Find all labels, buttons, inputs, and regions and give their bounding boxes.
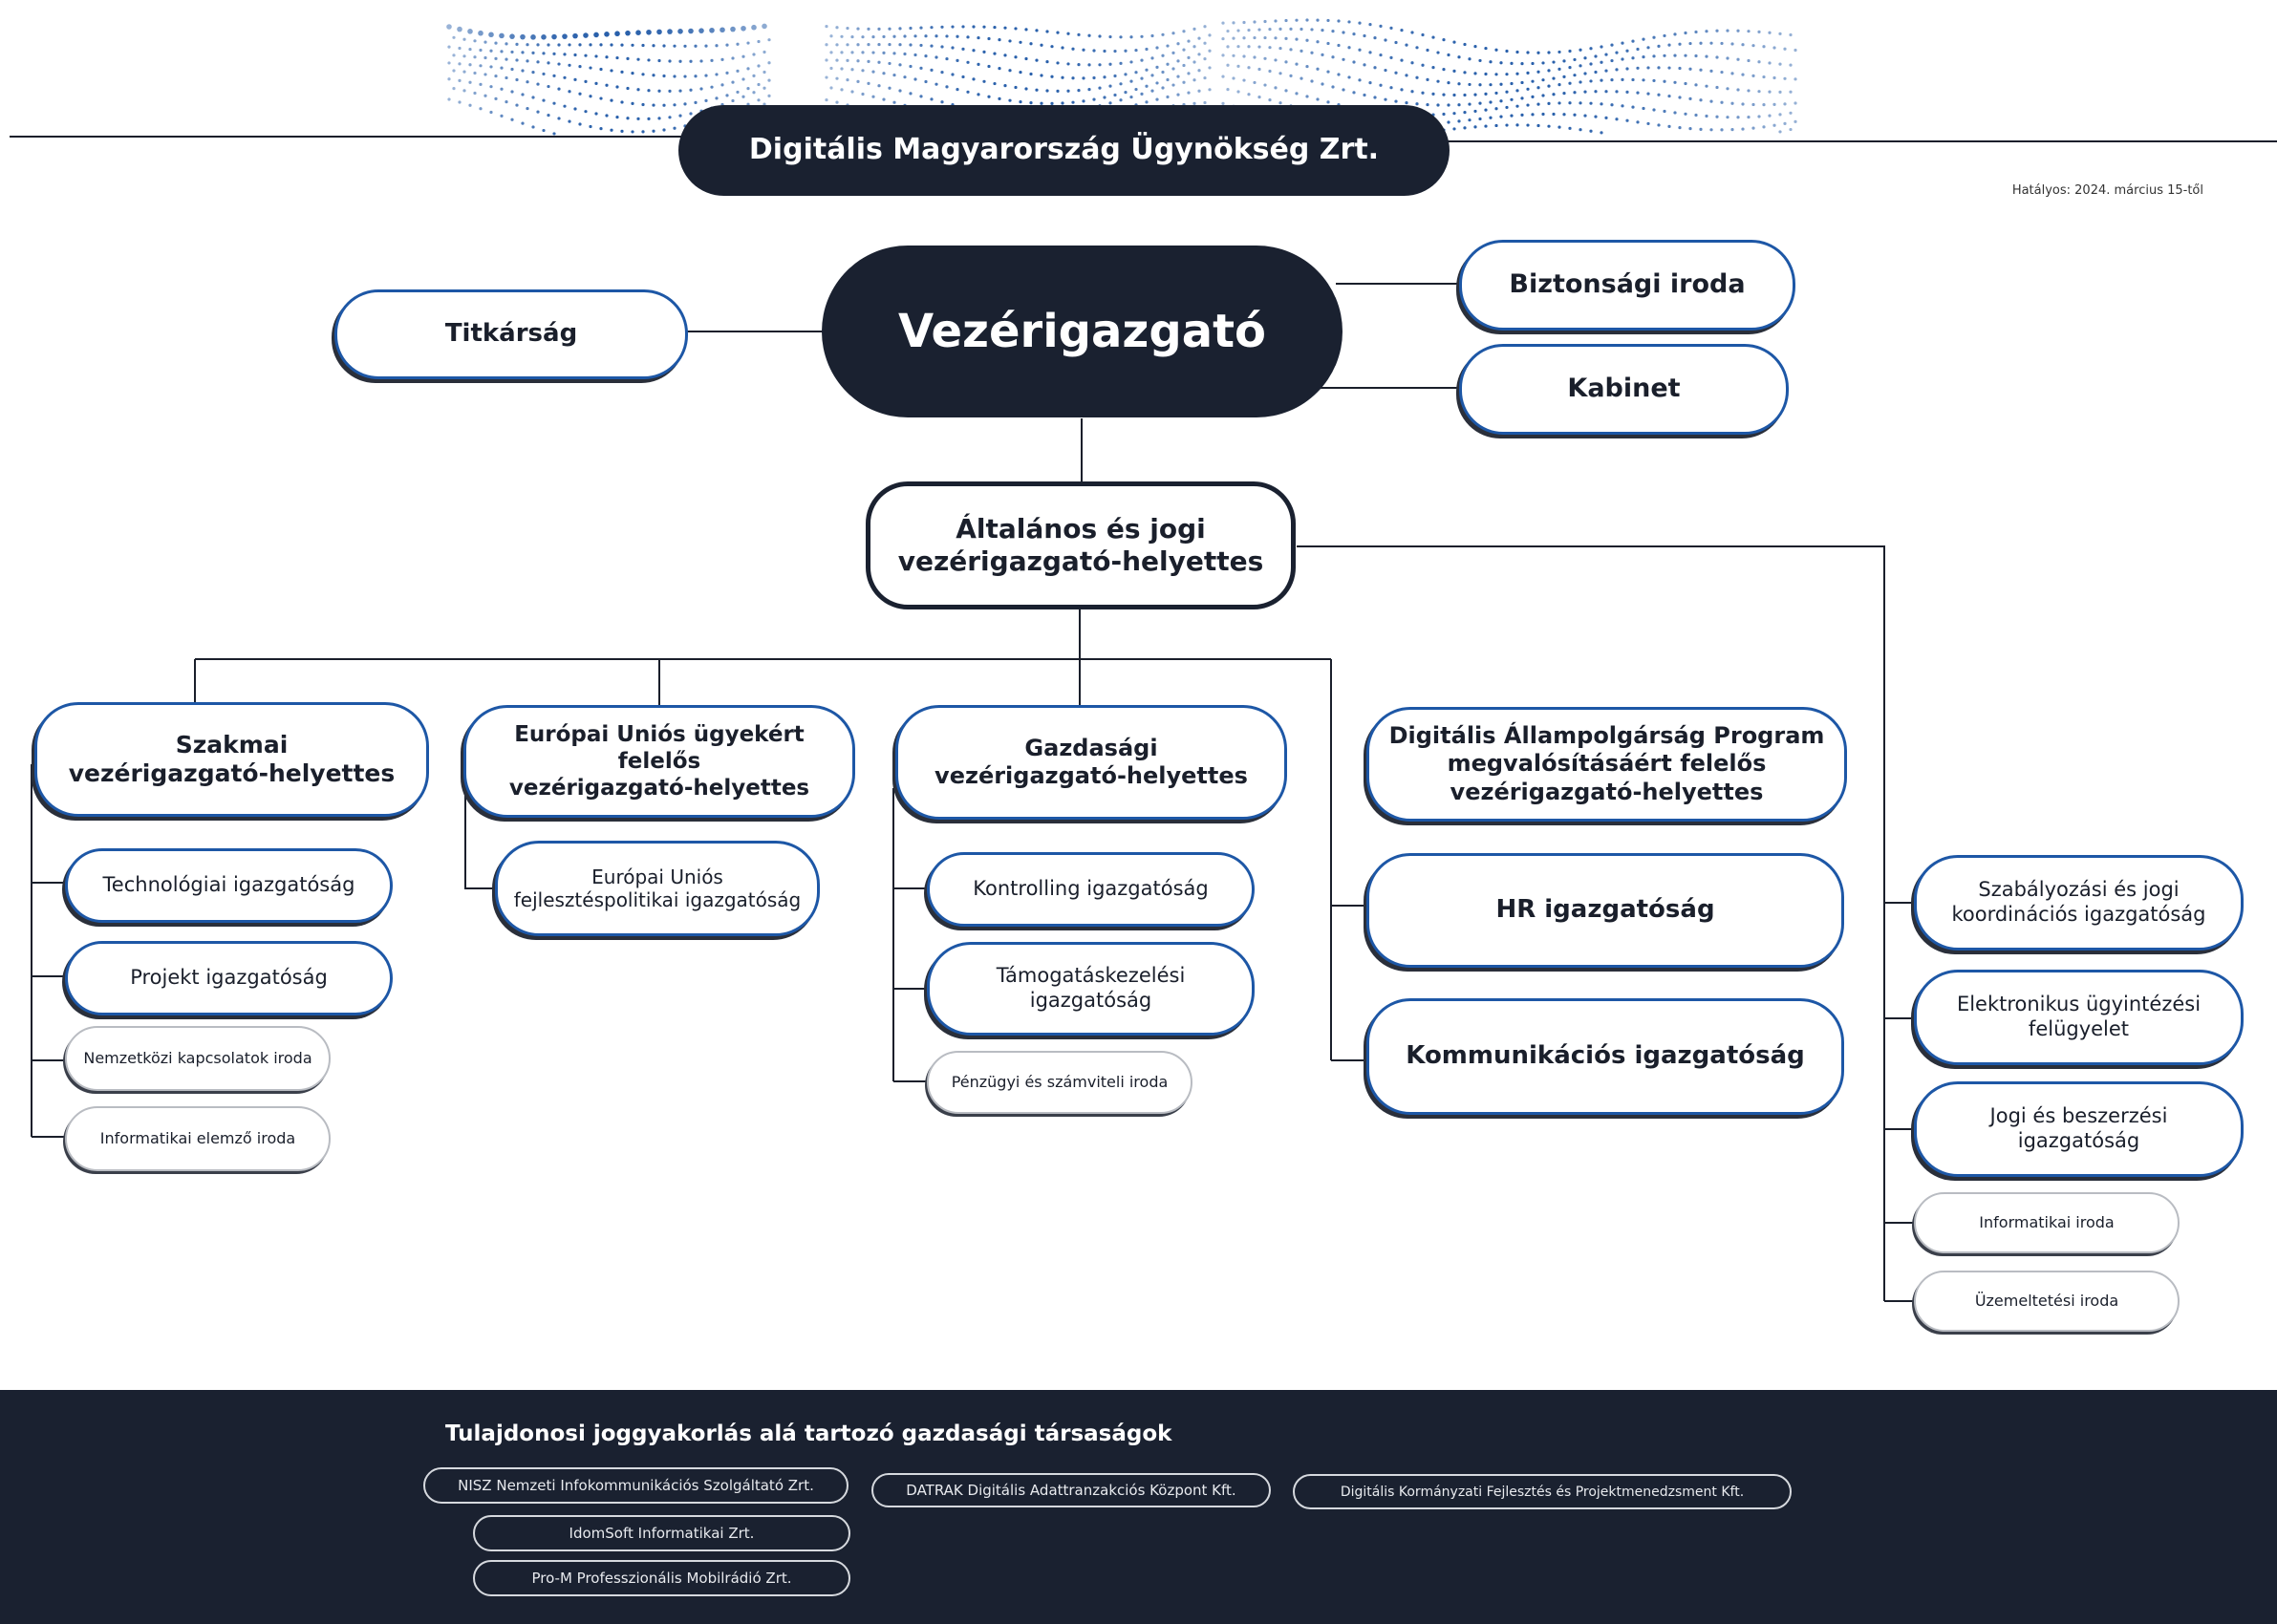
it-analysis-office-box: Informatikai elemző iroda: [65, 1106, 331, 1171]
technology-directorate-box: Technológiai igazgatóság: [65, 848, 393, 923]
it-office-box: Informatikai iroda: [1914, 1192, 2180, 1253]
company-nisz: NISZ Nemzeti Infokommunikációs Szolgálta…: [423, 1467, 849, 1504]
economic-spine: [892, 788, 927, 1082]
legal-procurement-directorate-box: Jogi és beszerzési igazgatóság: [1914, 1081, 2244, 1177]
secretariat-box: Titkárság: [334, 289, 688, 379]
companies-title: Tulajdonosi joggyakorlás alá tartozó gaz…: [445, 1421, 1172, 1446]
subsidiary-prom: Pro-M Professzionális Mobilrádió Zrt.: [473, 1560, 850, 1596]
effective-date: Hatályos: 2024. március 15-től: [2011, 183, 2203, 198]
economic-deputy-box: Gazdasági vezérigazgató-helyettes: [895, 705, 1287, 820]
company-datrak: DATRAK Digitális Adattranzakciós Központ…: [871, 1473, 1271, 1507]
controlling-directorate-box: Kontrolling igazgatóság: [927, 852, 1255, 927]
general-deputy-box: Általános és jogi vezérigazgató-helyette…: [866, 481, 1296, 609]
finance-accounting-office-box: Pénzügyi és számviteli iroda: [927, 1051, 1192, 1114]
professional-spine: [31, 764, 65, 1138]
security-office-box: Biztonsági iroda: [1459, 240, 1795, 331]
header-rule: [10, 136, 2277, 142]
organization-title: Digitális Magyarország Ügynökség Zrt.: [678, 105, 1450, 196]
project-directorate-box: Projekt igazgatóság: [65, 941, 393, 1015]
subsidiary-idomsoft: IdomSoft Informatikai Zrt.: [473, 1515, 850, 1551]
eu-development-directorate-box: Európai Uniós fejlesztéspolitikai igazga…: [495, 841, 820, 936]
ceo-box: Vezérigazgató: [822, 246, 1343, 417]
communication-directorate-box: Kommunikációs igazgatóság: [1366, 998, 1844, 1115]
company-dkf: Digitális Kormányzati Fejlesztés és Proj…: [1293, 1474, 1792, 1509]
deputy-right-line: [1297, 545, 1885, 1301]
digital-citizenship-deputy-box: Digitális Állampolgárság Program megvaló…: [1366, 707, 1847, 822]
international-relations-office-box: Nemzetközi kapcsolatok iroda: [65, 1026, 331, 1091]
grant-management-directorate-box: Támogatáskezelési igazgatóság: [927, 942, 1255, 1036]
digital-spine: [1331, 905, 1366, 1061]
cabinet-box: Kabinet: [1459, 344, 1789, 435]
e-administration-supervision-box: Elektronikus ügyintézési felügyelet: [1914, 970, 2244, 1065]
legal-spine: [1884, 902, 1914, 1302]
deputy-bus-line: [194, 658, 1332, 1060]
eu-deputy-box: Európai Uniós ügyekért felelős vezérigaz…: [463, 705, 855, 818]
regulatory-legal-coordination-box: Szabályozási és jogi koordinációs igazga…: [1914, 855, 2244, 951]
professional-deputy-box: Szakmai vezérigazgató-helyettes: [34, 702, 429, 817]
hr-directorate-box: HR igazgatóság: [1366, 853, 1844, 968]
eu-spine: [464, 781, 495, 889]
operations-office-box: Üzemeltetési iroda: [1914, 1271, 2180, 1332]
